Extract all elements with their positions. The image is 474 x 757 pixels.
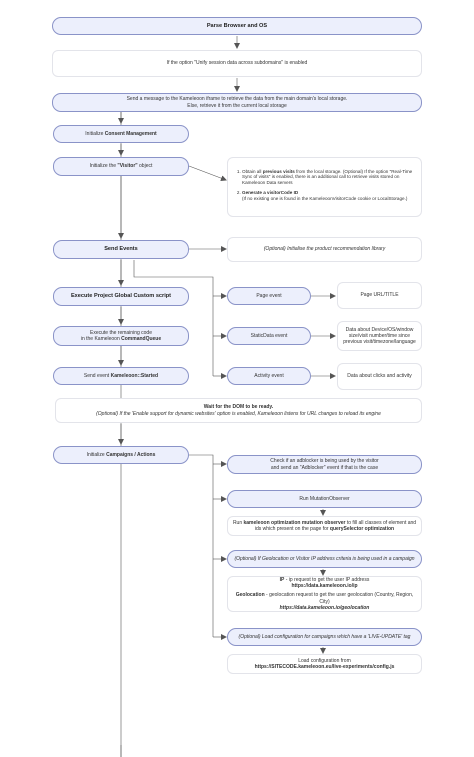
dom-ready-node: Wait for the DOM to be ready. (Optional)…: [55, 398, 422, 423]
load-config-label: Load configuration from: [298, 657, 351, 664]
iframe-message-line1: Send a message to the Kameleoon iframe t…: [126, 96, 348, 103]
consent-prefix: Initialize: [85, 130, 105, 137]
geo-criteria-label: (Optional) If Geolocation or Visitor IP …: [234, 555, 415, 562]
geo-requests-node: IP - ip request to get the user IP addre…: [227, 576, 422, 612]
page-event-desc: Page URL/TITLE: [360, 292, 399, 299]
iframe-message-node: Send a message to the Kameleoon iframe t…: [52, 93, 422, 112]
geo-line: Geolocation - geolocation request to get…: [232, 592, 417, 605]
ip-text: - ip request to get the user IP address: [284, 576, 370, 583]
activity-event-desc-node: Data about clicks and activity: [337, 363, 422, 390]
load-config-url: https://SITECODE.kameleoon.eu/live-exper…: [254, 664, 395, 670]
send-events-label: Send Events: [104, 246, 138, 252]
dom-ready-optional: (Optional) If the 'Enable support for dy…: [96, 410, 381, 417]
remaining-code-line2: in the Kameleoon CommandQueue: [81, 336, 161, 342]
mutation-desc: Run kameleoon optimization mutation obse…: [232, 520, 417, 533]
ip-url: https://data.kameleoon.io/ip: [291, 583, 358, 590]
geo-label: Geolocation: [235, 592, 265, 599]
page-event-node: Page event: [227, 287, 311, 305]
consent-node: Initialize Consent Management: [53, 125, 189, 143]
load-config-node: Load configuration from https://SITECODE…: [227, 654, 422, 674]
started-pre: Send event: [83, 372, 111, 379]
activity-event-node: Activity event: [227, 367, 311, 385]
global-script-node: Execute Project Global Custom script: [53, 287, 189, 306]
visitor-note-1-post: from the local storage. (Optional) If th…: [242, 168, 413, 186]
mutation-node: Run MutationObserver: [227, 490, 422, 508]
unify-session-label: If the option "Unify session data across…: [166, 60, 308, 67]
visitor-prefix: Initialize the: [89, 163, 118, 170]
adblock-node: Check if an adblocker is being used by t…: [227, 455, 422, 474]
remaining-code-line1: Execute the remaining code: [90, 329, 152, 336]
campaigns-node: Initialize Campaigns / Actions: [53, 446, 189, 464]
visitor-note-1-bold: previous visits: [262, 168, 295, 174]
send-events-node: Send Events: [53, 240, 189, 259]
visitor-suffix: object: [137, 163, 153, 170]
ip-line: IP - ip request to get the user IP addre…: [280, 577, 370, 583]
mutation-desc-node: Run kameleoon optimization mutation obse…: [227, 516, 422, 536]
parse-browser-label: Parse Browser and OS: [206, 22, 268, 29]
arrow-visitor-to-note: [188, 165, 227, 182]
mutation-label: Run MutationObserver: [299, 495, 350, 502]
visitor-node: Initialize the "Visitor" object: [53, 157, 189, 176]
started-bold: Kameleoon::Started: [110, 372, 159, 379]
campaigns-label: Initialize Campaigns / Actions: [87, 452, 156, 458]
live-update-label: (Optional) Load configuration for campai…: [238, 633, 411, 640]
started-label: Send event Kameleoon::Started: [84, 373, 158, 379]
static-event-label: StaticData event: [250, 332, 288, 339]
visitor-note-list: Obtain all previous visits from the loca…: [232, 169, 413, 206]
mutation-desc-pre: Run: [232, 519, 244, 526]
campaigns-bold: Campaigns / Actions: [106, 451, 156, 458]
iframe-message-line2: Else, retrieve it from the current local…: [187, 102, 287, 109]
visitor-note-2-bold: Generate a visitorCode ID: [242, 189, 299, 195]
static-event-desc: Data about Device/OS/window size/visit n…: [343, 326, 416, 346]
visitor-note-2-post: (If no existing one is found in the Kame…: [242, 195, 408, 201]
dom-ready-label: Wait for the DOM to be ready.: [203, 404, 274, 411]
activity-event-desc: Data about clicks and activity: [347, 373, 412, 380]
branch-events: [133, 260, 214, 376]
visitor-note-item-2: Generate a visitorCode ID(If no existing…: [242, 190, 413, 201]
geo-text: - geolocation request to get the user ge…: [264, 592, 414, 605]
parse-browser-node: Parse Browser and OS: [52, 17, 422, 35]
started-node: Send event Kameleoon::Started: [53, 367, 189, 385]
branch-campaigns: [189, 454, 214, 637]
remaining-code-pre: in the Kameleoon: [80, 336, 122, 342]
remaining-code-node: Execute the remaining code in the Kamele…: [53, 326, 189, 346]
visitor-bold: "Visitor": [117, 163, 138, 170]
page-event-label: Page event: [256, 292, 282, 299]
mutation-desc-mid: to fill all classes of element and ids w…: [254, 519, 417, 532]
consent-bold: Consent Management: [104, 130, 157, 137]
geo-url: https://data.kameleoon.io/geolocation: [279, 604, 370, 611]
mutation-desc-bold2: querySelector optimization: [329, 526, 395, 532]
live-update-node: (Optional) Load configuration for campai…: [227, 628, 422, 646]
campaigns-prefix: Initialize: [86, 451, 107, 458]
global-script-label: Execute Project Global Custom script: [70, 293, 172, 299]
static-event-node: StaticData event: [227, 327, 311, 345]
recommendation-label: (Optional) Initialise the product recomm…: [263, 246, 386, 253]
geo-criteria-node: (Optional) If Geolocation or Visitor IP …: [227, 550, 422, 568]
unify-session-node: If the option "Unify session data across…: [52, 50, 422, 77]
adblock-line1: Check if an adblocker is being used by t…: [270, 458, 379, 465]
activity-event-label: Activity event: [254, 372, 284, 379]
static-event-desc-node: Data about Device/OS/window size/visit n…: [337, 321, 422, 351]
recommendation-node: (Optional) Initialise the product recomm…: [227, 237, 422, 262]
ip-label: IP: [279, 576, 285, 583]
consent-label: Initialize Consent Management: [85, 131, 156, 137]
remaining-code-bold: CommandQueue: [121, 336, 162, 342]
visitor-note-1-pre: Obtain all: [242, 168, 263, 174]
page-event-desc-node: Page URL/TITLE: [337, 282, 422, 309]
mutation-desc-bold: kameleoon optimization mutation observer: [243, 519, 346, 526]
adblock-line2: and send an "Adblocker" event if that is…: [270, 464, 379, 471]
visitor-note-item-1: Obtain all previous visits from the loca…: [242, 169, 413, 186]
visitor-note-node: Obtain all previous visits from the loca…: [227, 157, 422, 217]
visitor-label: Initialize the "Visitor" object: [90, 163, 153, 169]
